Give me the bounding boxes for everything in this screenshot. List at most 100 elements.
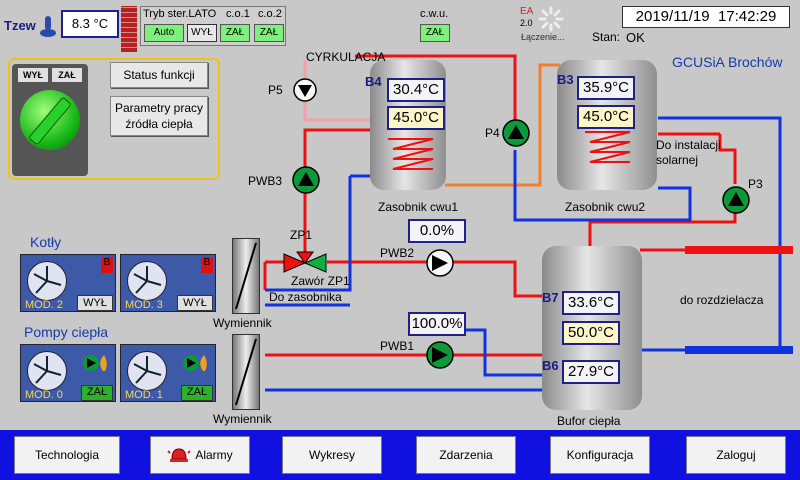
- nav-alarmy-label: Alarmy: [195, 448, 233, 462]
- loading-spinner-icon: [538, 6, 564, 32]
- pump-pwb2-icon[interactable]: [426, 249, 454, 277]
- hp2-state: ZAŁ: [181, 385, 213, 401]
- p3-label: P3: [748, 177, 763, 191]
- pump-p5-icon[interactable]: [293, 78, 317, 102]
- pwb1-label: PWB1: [380, 339, 415, 353]
- b3-setpoint[interactable]: 45.0°C: [577, 105, 635, 129]
- boiler2-mod: MOD. 3: [125, 299, 163, 311]
- pump-p4-icon[interactable]: [502, 119, 530, 147]
- nav-technologia[interactable]: Technologia: [14, 436, 120, 474]
- heat-exchanger-2: [232, 334, 260, 410]
- b3-tag: B3: [557, 72, 574, 87]
- thermometer-icon: [38, 14, 58, 38]
- wymiennik1-label: Wymiennik: [213, 316, 272, 330]
- pump-pwb1-icon[interactable]: [426, 341, 454, 369]
- fault-marker: B: [201, 257, 213, 273]
- fault-marker: B: [101, 257, 113, 273]
- b4-temp: 30.4°C: [387, 78, 445, 102]
- boiler1-state: WYŁ: [77, 295, 113, 311]
- b7-temp: 33.6°C: [562, 291, 620, 315]
- b3-temp: 35.9°C: [577, 76, 635, 100]
- co1-label: c.o.1: [226, 8, 250, 20]
- co2-label: c.o.2: [258, 8, 282, 20]
- running-flame-icon: [183, 353, 211, 373]
- ea-logo: EA: [520, 6, 534, 17]
- pump-pwb3-icon[interactable]: [292, 166, 320, 194]
- zawor-label: Zawór ZP1: [291, 274, 350, 288]
- fan-icon: [27, 261, 67, 301]
- p5-label: P5: [268, 83, 283, 97]
- heat-pump-unit-1[interactable]: MOD. 0 ZAŁ: [20, 344, 116, 402]
- pump-p3-icon[interactable]: [722, 186, 750, 214]
- main-switch[interactable]: WYŁ ZAŁ: [12, 64, 88, 176]
- location-title: GCUSiA Brochów: [672, 54, 783, 70]
- tzew-label: Tzew: [4, 18, 36, 33]
- status-button[interactable]: Status funkcji: [110, 62, 208, 88]
- kotly-label: Kotły: [30, 234, 62, 250]
- co-wyl-button[interactable]: WYŁ: [187, 24, 217, 42]
- pwb2-value: 0.0%: [408, 219, 466, 243]
- coil-icon: [585, 131, 631, 163]
- heat-pump-unit-2[interactable]: MOD. 1 ZAŁ: [120, 344, 216, 402]
- wymiennik2-label: Wymiennik: [213, 412, 272, 426]
- running-flame-icon: [83, 353, 111, 373]
- version-label: 2.0: [520, 18, 533, 28]
- b6-tag: B6: [542, 358, 559, 373]
- b4-tag: B4: [365, 74, 382, 89]
- nav-zaloguj[interactable]: Zaloguj: [686, 436, 786, 474]
- chimney-icon: [121, 6, 137, 52]
- b7-setpoint[interactable]: 50.0°C: [562, 321, 620, 345]
- fan-icon: [127, 261, 167, 301]
- cyrkulacja-label: CYRKULACJA: [306, 50, 386, 64]
- cwu-zal-button[interactable]: ZAŁ: [420, 24, 450, 42]
- auto-button[interactable]: Auto: [144, 24, 184, 42]
- hp2-mod: MOD. 1: [125, 389, 163, 401]
- do-instalacji-label: Do instalacji solarnej: [656, 138, 721, 167]
- nav-konfiguracja[interactable]: Konfiguracja: [550, 436, 650, 474]
- stan-label: Stan:: [592, 30, 621, 44]
- hp1-mod: MOD. 0: [25, 389, 63, 401]
- switch-wyl-label: WYŁ: [18, 68, 48, 82]
- boiler-unit-2[interactable]: B MOD. 3 WYŁ: [120, 254, 216, 312]
- cwu-label: c.w.u.: [420, 8, 449, 20]
- p4-label: P4: [485, 126, 500, 140]
- tryb-label: Tryb ster.LATO: [143, 8, 217, 20]
- boiler1-mod: MOD. 2: [25, 299, 63, 311]
- switch-knob-icon: [20, 90, 80, 150]
- pipe-diagram: [263, 54, 793, 392]
- nav-zdarzenia[interactable]: Zdarzenia: [416, 436, 516, 474]
- hp1-state: ZAŁ: [81, 385, 113, 401]
- params-button[interactable]: Parametry pracy źródła ciepła: [110, 96, 208, 136]
- co1-zal-button[interactable]: ZAŁ: [220, 24, 250, 42]
- b7-tag: B7: [542, 290, 559, 305]
- switch-zal-label: ZAŁ: [52, 68, 82, 82]
- nav-alarmy[interactable]: Alarmy: [150, 436, 250, 474]
- boiler-unit-1[interactable]: B MOD. 2 WYŁ: [20, 254, 116, 312]
- nav-wykresy[interactable]: Wykresy: [282, 436, 382, 474]
- tzew-value: 8.3: [71, 16, 90, 31]
- b4-setpoint[interactable]: 45.0°C: [387, 106, 445, 130]
- zp1-label: ZP1: [290, 228, 313, 242]
- tank-cwu2-label: Zasobnik cwu2: [565, 200, 646, 214]
- valve-zp1-icon[interactable]: [282, 250, 328, 276]
- alarm-bell-icon: [167, 445, 192, 465]
- stan-value: OK: [626, 30, 645, 45]
- do-rozdzielacza-label: do rozdzielacza: [680, 293, 764, 307]
- do-zasobnika-label: Do zasobnika: [269, 290, 342, 304]
- control-panel: [8, 58, 220, 180]
- buffer-tank-label: Bufor ciepła: [557, 414, 621, 428]
- datetime-display: 2019/11/19 17:42:29: [622, 6, 790, 28]
- pwb2-label: PWB2: [380, 246, 415, 260]
- tzew-unit: °C: [93, 16, 109, 31]
- tank-cwu1-label: Zasobnik cwu1: [378, 200, 459, 214]
- fan-icon: [27, 351, 67, 391]
- pwb3-label: PWB3: [248, 174, 283, 188]
- b6-temp: 27.9°C: [562, 360, 620, 384]
- heat-exchanger-1: [232, 238, 260, 314]
- pompy-ciepla-label: Pompy ciepła: [24, 324, 109, 340]
- coil-icon: [388, 138, 434, 170]
- co2-zal-button[interactable]: ZAŁ: [254, 24, 284, 42]
- connecting-label: Łączenie...: [521, 32, 565, 42]
- fan-icon: [127, 351, 167, 391]
- boiler2-state: WYŁ: [177, 295, 213, 311]
